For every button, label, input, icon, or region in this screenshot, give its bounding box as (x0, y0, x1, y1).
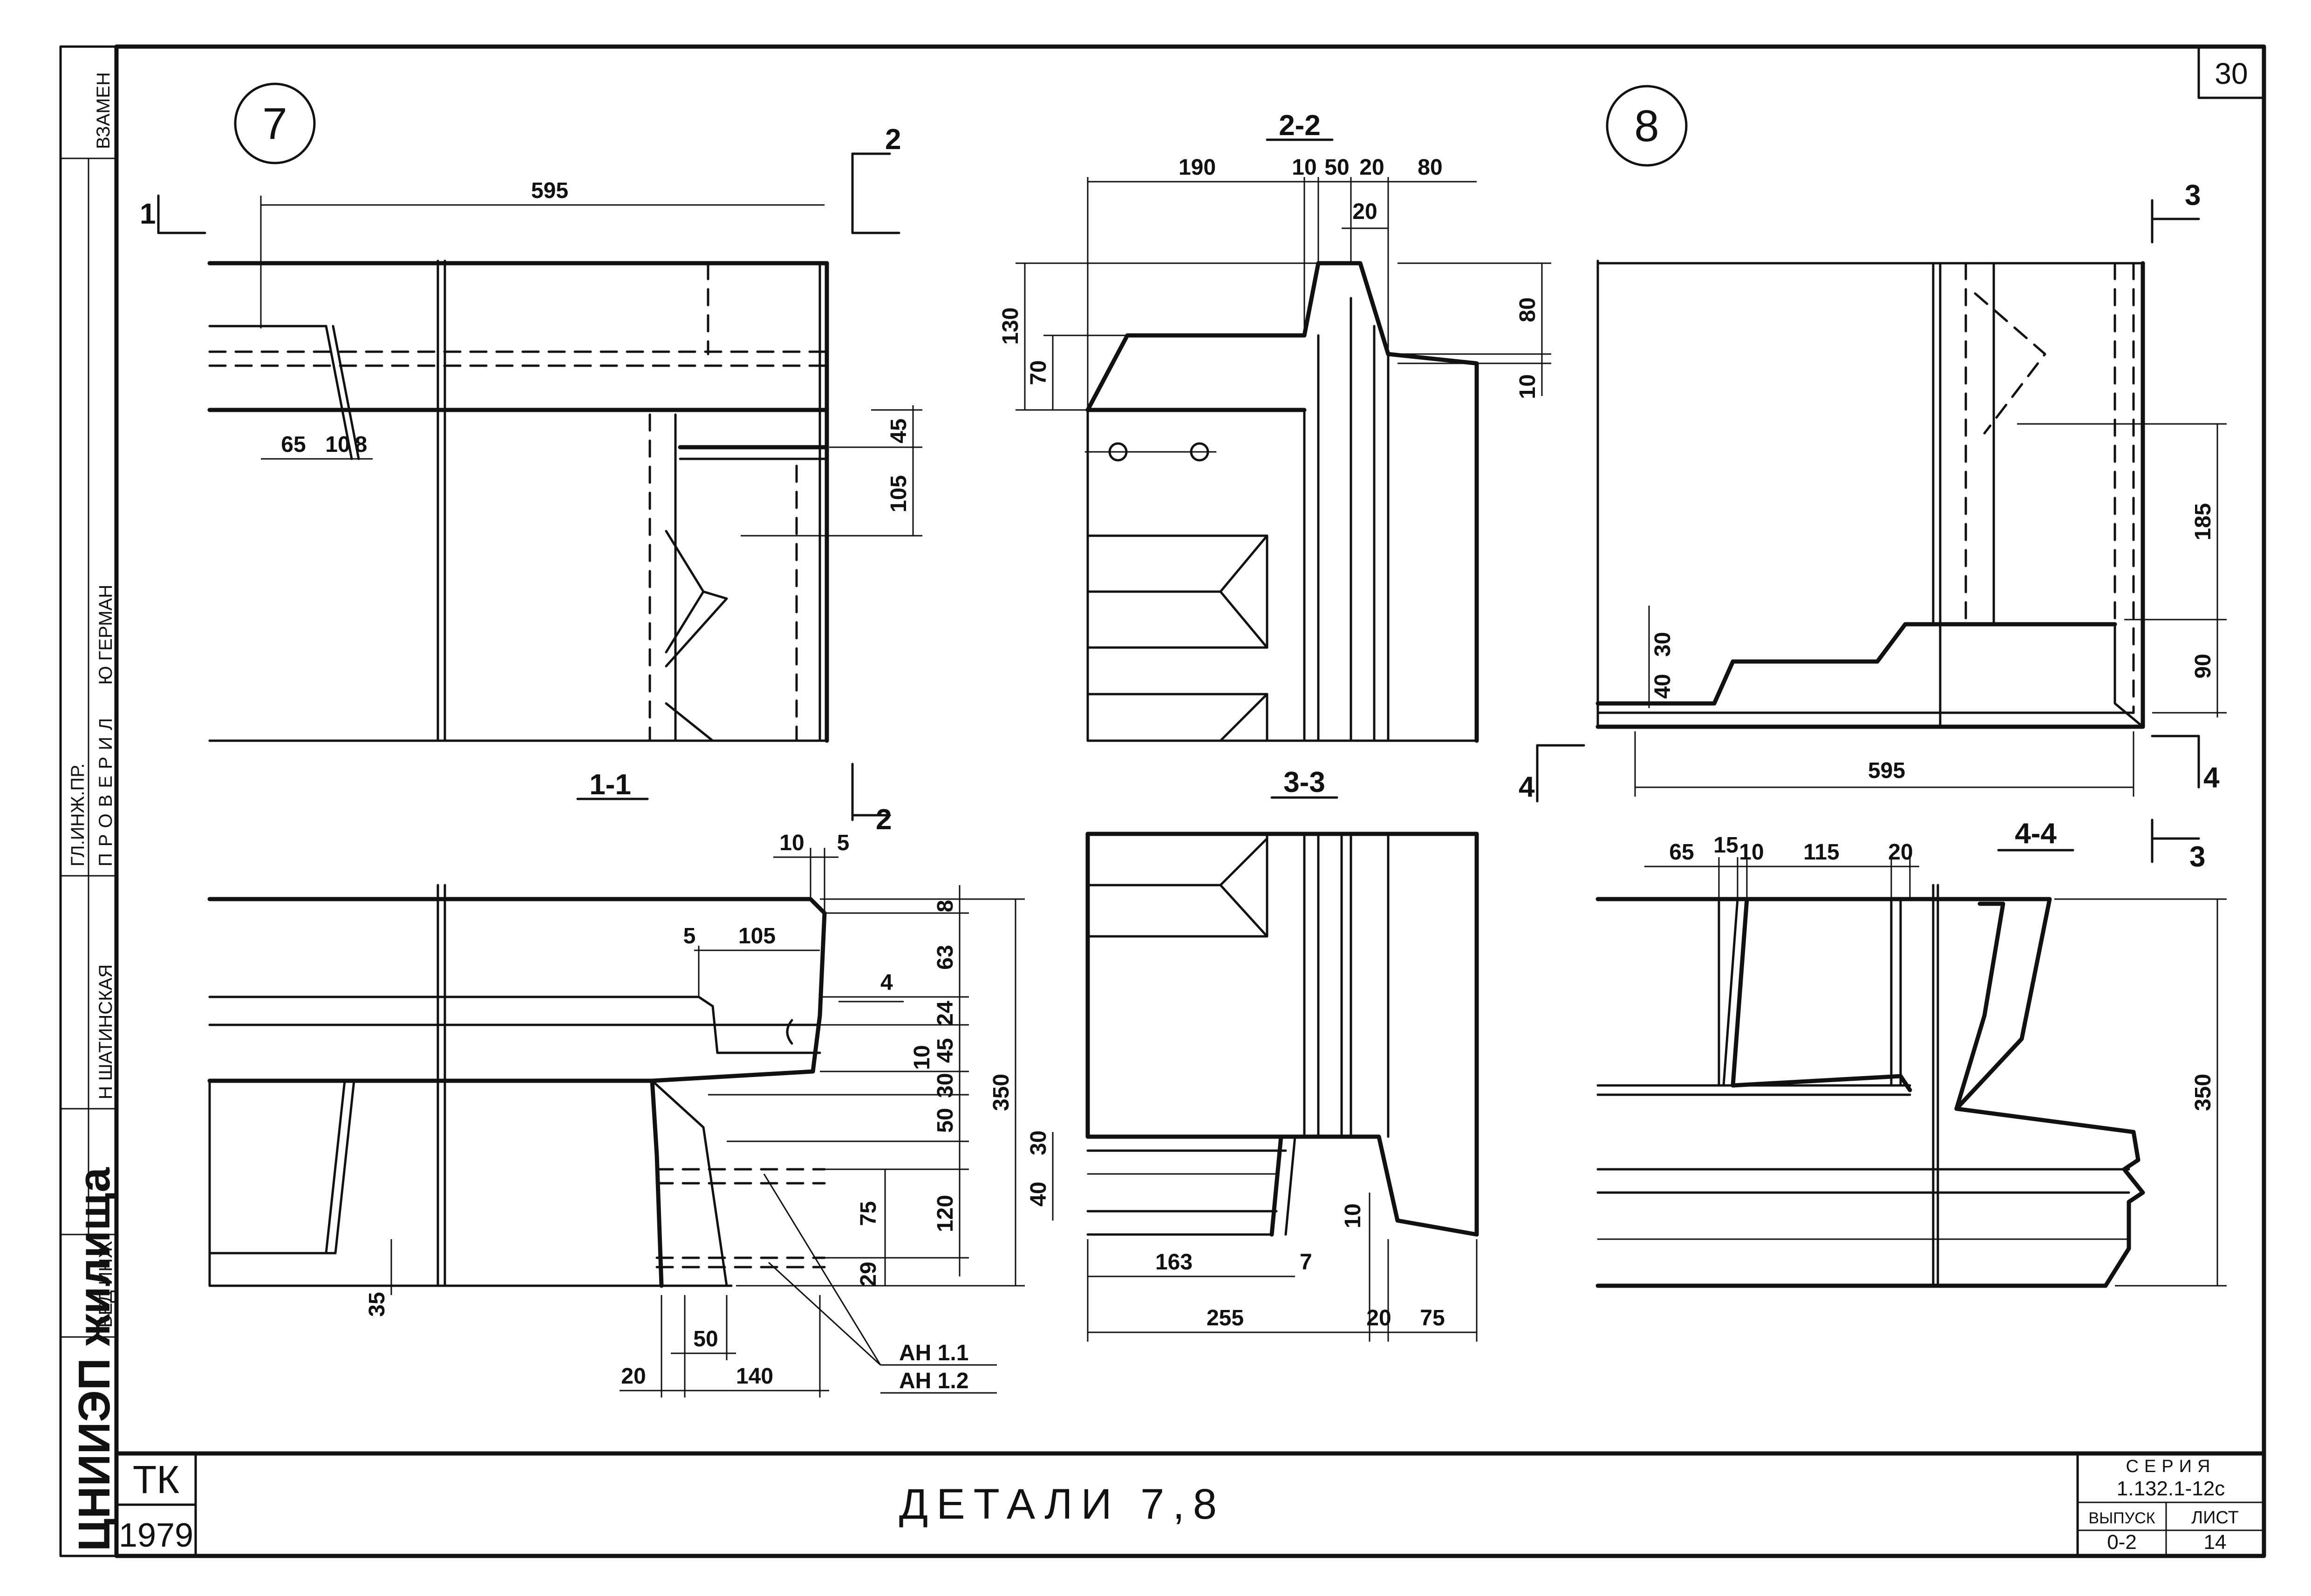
dim-s44-20: 20 (1888, 840, 1913, 865)
dim-s11-120: 120 (933, 1195, 958, 1232)
dim-d8-40: 40 (1650, 674, 1675, 699)
mark-2-top: 2 (885, 123, 901, 156)
section-2-2-label: 2-2 (1279, 109, 1321, 142)
dim-s22-130: 130 (998, 307, 1023, 345)
dim-d8-90: 90 (2191, 654, 2216, 678)
mark-4-left: 4 (1519, 771, 1535, 803)
dim-s11-5: 5 (837, 831, 850, 855)
dim-d8-30: 30 (1650, 632, 1675, 657)
dim-d8-595: 595 (1868, 758, 1905, 783)
dim-d8-185: 185 (2191, 503, 2216, 540)
dim-s44-115: 115 (1803, 840, 1839, 865)
dim-s11-75: 75 (856, 1201, 881, 1226)
dim-s33-75: 75 (1420, 1306, 1445, 1330)
dim-595: 595 (531, 178, 568, 203)
dim-s33-30: 30 (1026, 1131, 1051, 1155)
drawing-title: ДЕТАЛИ 7,8 (899, 1480, 1225, 1528)
dim-8: 8 (355, 432, 368, 457)
dim-s11-30: 30 (933, 1073, 958, 1098)
dim-s22-80v: 80 (1515, 297, 1540, 322)
dim-s11-105: 105 (738, 924, 776, 948)
dim-s11-20: 20 (621, 1364, 646, 1389)
dim-s11-45: 45 (933, 1038, 958, 1063)
section-3-3: 3-3 40 30 163 7 10 255 20 75 (1026, 766, 1479, 1342)
dim-s22-70: 70 (1026, 360, 1051, 385)
gl-inzh-label: ГЛ.ИНЖ.ПР. (68, 764, 88, 866)
detail-8-plan: 8 185 90 40 30 595 3 4 (1519, 85, 2227, 803)
dim-s22-50: 50 (1324, 155, 1349, 180)
dim-s33-255: 255 (1207, 1306, 1244, 1330)
mark-2-bottom: 2 (876, 804, 892, 836)
dim-s11-8: 8 (933, 900, 958, 913)
dim-s33-40: 40 (1026, 1182, 1051, 1207)
dim-s11-35: 35 (365, 1292, 389, 1316)
dim-s11-5b: 5 (683, 924, 696, 948)
rebar-an11: АН 1.1 (899, 1341, 968, 1365)
org-mark: ТК (133, 1458, 179, 1501)
dim-s22-80: 80 (1418, 155, 1442, 180)
dim-s22-190: 190 (1179, 155, 1216, 180)
section-1-1-label: 1-1 (589, 769, 631, 801)
dim-s11-10b: 10 (910, 1045, 934, 1070)
dim-s33-20: 20 (1366, 1306, 1391, 1330)
dim-105: 105 (886, 475, 911, 512)
mark-3-top: 3 (2185, 179, 2201, 211)
section-3-3-label: 3-3 (1283, 766, 1325, 798)
list-value: 14 (2204, 1531, 2227, 1554)
rebar-an12: АН 1.2 (899, 1369, 968, 1393)
mark-4-right: 4 (2203, 762, 2220, 794)
section-1-1: 1-1 2 АН 1.1 АН 1.2 10 5 5 (207, 763, 1025, 1398)
dim-s44-10: 10 (1739, 840, 1764, 865)
shatinskaya-name: Н ШАТИНСКАЯ (95, 964, 116, 1099)
vypusk-value: 0-2 (2107, 1531, 2137, 1554)
dim-s33-10: 10 (1341, 1203, 1365, 1228)
org-name: ЦНИИЭП жилища (69, 1167, 119, 1551)
dim-s44-15: 15 (1713, 833, 1738, 858)
dim-s33-7: 7 (1300, 1250, 1312, 1275)
seriya-label: СЕРИЯ (2126, 1457, 2216, 1476)
proverka-label: ПРОВЕРИЛ (95, 711, 116, 866)
mark-1-top: 1 (140, 198, 156, 230)
vzamen-label: ВЗАМЕН (93, 72, 114, 149)
list-label: ЛИСТ (2191, 1508, 2239, 1528)
dim-s11-4: 4 (880, 970, 893, 995)
section-2-2: 2-2 190 10 50 20 80 20 (998, 109, 1551, 743)
dim-s22-20: 20 (1359, 155, 1384, 180)
sheet-number: 30 (2215, 57, 2248, 90)
dim-10: 10 (325, 432, 350, 457)
dim-65: 65 (281, 432, 306, 457)
dim-s11-50b: 50 (693, 1327, 718, 1351)
dim-45: 45 (886, 418, 911, 443)
dim-s22-10: 10 (1292, 155, 1316, 180)
dim-s11-140: 140 (736, 1364, 773, 1389)
ved-inzh-label: ВЕД ИНЖ (95, 1241, 116, 1328)
dim-s11-29: 29 (856, 1262, 881, 1286)
dim-s22-20b: 20 (1352, 199, 1377, 224)
detail-8-label: 8 (1634, 101, 1659, 151)
dim-s33-163: 163 (1155, 1250, 1193, 1275)
dim-s44-350: 350 (2191, 1074, 2216, 1111)
dim-s44-65: 65 (1669, 840, 1694, 865)
dim-s22-10v: 10 (1515, 374, 1540, 399)
german-name: Ю ГЕРМАН (95, 585, 116, 685)
year: 1979 (119, 1517, 193, 1554)
dim-s11-350: 350 (989, 1074, 1014, 1111)
seriya-value: 1.132.1-12с (2117, 1477, 2225, 1500)
section-4-4-label: 4-4 (2015, 818, 2057, 850)
dim-s11-10: 10 (779, 831, 804, 855)
section-4-4: 4-4 3 65 15 10 115 20 350 (1595, 818, 2227, 1288)
detail-7-label: 7 (262, 99, 287, 149)
mark-3-bottom: 3 (2189, 841, 2205, 873)
vypusk-label: ВЫПУСК (2088, 1509, 2155, 1527)
detail-7-plan: 7 595 65 10 8 45 105 (140, 82, 922, 743)
dim-s11-24: 24 (933, 1001, 958, 1026)
dim-s11-50: 50 (933, 1108, 958, 1132)
sheet-frame (59, 44, 2266, 1558)
dim-s11-63: 63 (933, 945, 958, 969)
